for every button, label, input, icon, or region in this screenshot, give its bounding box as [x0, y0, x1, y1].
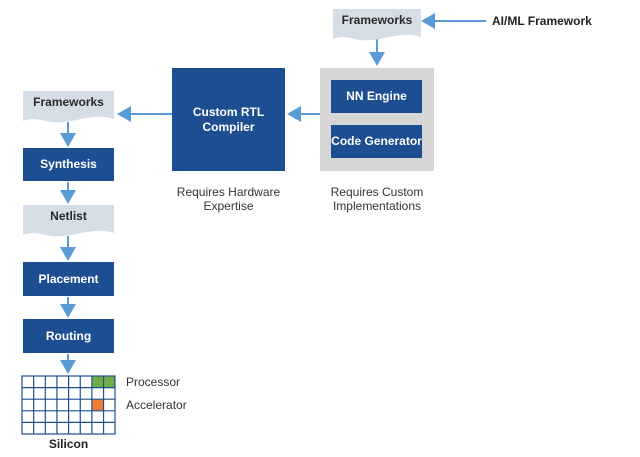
accelerator-block [91, 399, 104, 411]
document-shape [23, 205, 114, 237]
legend-accelerator: Accelerator [126, 398, 187, 412]
placement-box: Placement [23, 262, 114, 296]
frameworks-document-left: Frameworks [23, 91, 114, 127]
ai-ml-framework-label: AI/ML Framework [492, 14, 592, 28]
code-generator-box: Code Generator [331, 125, 422, 158]
silicon-label: Silicon [48, 437, 89, 451]
custom-implementations-note: Requires Custom Implementations [330, 185, 424, 213]
document-shape [23, 91, 114, 123]
custom-rtl-compiler-box: Custom RTL Compiler [172, 68, 285, 171]
frameworks-document-top: Frameworks [333, 9, 421, 45]
frameworks-top-label: Frameworks [341, 13, 413, 27]
routing-box: Routing [23, 319, 114, 353]
synthesis-box: Synthesis [23, 148, 114, 181]
silicon-grid-lines [21, 375, 116, 435]
frameworks-left-label: Frameworks [33, 95, 104, 109]
document-shape [333, 9, 421, 41]
netlist-document: Netlist [23, 205, 114, 241]
legend-processor: Processor [126, 375, 181, 389]
netlist-label: Netlist [50, 209, 87, 223]
hardware-expertise-note: Requires Hardware Expertise [176, 185, 281, 213]
silicon-grid [21, 375, 116, 435]
nn-engine-box: NN Engine [331, 80, 422, 113]
